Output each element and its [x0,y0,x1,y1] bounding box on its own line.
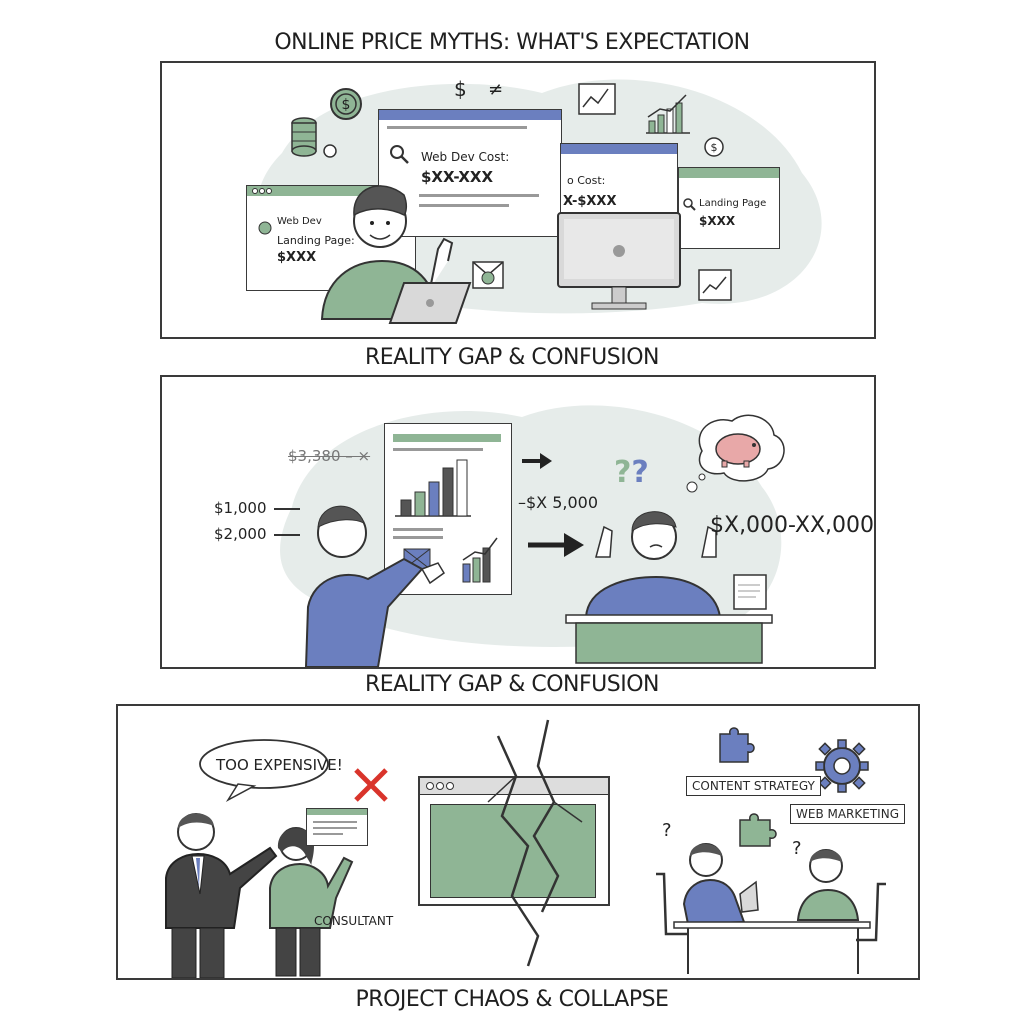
heading-project-chaos: PROJECT CHAOS & COLLAPSE [355,987,669,1012]
laptop-icon [733,574,767,610]
thought-bubble-piggy-bank [686,414,785,493]
browser-main-line1: Web Dev Cost: [421,150,510,164]
growth-chart-icon [462,537,498,583]
held-document [306,808,368,846]
not-equal-symbol: ≠ [488,79,504,100]
content-strategy-label: CONTENT STRATEGY [686,776,821,796]
speech-too-expensive: TOO EXPENSIVE! [216,756,343,774]
consultant-woman-illustration [269,827,354,977]
browser-title-bar [420,778,608,795]
gear-icon [815,739,869,793]
dollar-symbol: $ [454,77,467,101]
heading-price-myths: ONLINE PRICE MYTHS: WHAT'S EXPECTATION [274,30,750,55]
panel-reality-gap: $3,380 – × $1,000 $2,000 [160,375,876,669]
puzzle-piece-green-icon [739,813,777,847]
struck-price: $3,380 – × [288,447,371,465]
desktop-monitor-icon [557,212,681,310]
price-low: $1,000 [214,499,267,517]
window-dots-icon [426,782,454,790]
price-mid: –$X 5,000 [518,493,599,512]
browser-title-bar [247,186,415,196]
coins-stack-icon [291,117,317,157]
globe-icon [258,221,272,235]
browser-title-bar [561,144,677,154]
question-mark-green: ? [614,455,632,490]
consultant-label: CONSULTANT [314,914,394,928]
laptop-icon [388,282,472,324]
browser-window-right: Landing Page $XXX [678,167,780,249]
small-dollar-coin-icon: $ [704,137,724,157]
question-mark-right: ? [792,838,802,859]
browser-left-price: $XXX [277,250,317,265]
question-mark-left: ? [662,820,672,841]
person-presenting-illustration [304,505,445,667]
person-happy-illustration [320,185,454,320]
browser-window-main: Web Dev Cost: $XX-XXX [378,109,562,237]
dollar-coin-icon: $ [330,88,362,120]
svg-text:$: $ [342,97,351,113]
web-marketing-label: WEB MARKETING [790,804,905,824]
browser-main-price: $XX-XXX [421,168,494,186]
window-dots-icon [252,188,272,194]
browser-title-bar [379,110,561,120]
browser-title-bar [679,168,779,178]
trend-chart-small-icon [698,269,732,301]
price-range: $X,000-XX,000 [710,513,875,538]
search-icon [390,145,409,164]
red-x-icon [354,768,388,802]
heading-reality-gap: REALITY GAP & CONFUSION [365,345,659,370]
person-confused-illustration [565,511,773,664]
svg-text:$: $ [711,141,718,154]
browser-left-line1: Web Dev [277,216,322,227]
browser-mid-price: X-$XXX [563,194,617,209]
bar-chart-icon [395,459,471,517]
cracked-browser-window [418,776,610,906]
puzzle-piece-blue-icon [719,727,755,763]
envelope-icon [472,261,504,289]
browser-right-price: $XXX [699,214,736,228]
panel-expectation: $ $ ≠ $ Web Dev Landing Page: $XXX [160,61,876,339]
trend-chart-icon [578,83,616,115]
browser-mid-line1: o Cost: [567,174,606,187]
question-marks: ?? [614,455,649,490]
report-document [384,423,512,595]
bar-chart-icon [646,94,690,134]
crack-icon [487,719,583,967]
businessman-illustration [165,813,278,978]
arrow-right-small-icon [522,453,552,469]
price-high: $2,000 [214,525,267,543]
arrow-right-large-icon [528,533,584,557]
search-icon [683,198,696,211]
panel-project-chaos: TOO EXPENSIVE! CONSULTANT [116,704,920,980]
browser-left-line2: Landing Page: [277,234,355,247]
browser-right-line1: Landing Page [699,198,767,209]
speech-bubble [199,739,329,803]
heading-reality-gap-2: REALITY GAP & CONFUSION [365,672,659,697]
people-at-table-illustration [656,843,886,974]
question-mark-blue: ? [631,455,649,490]
dot-icon [323,144,337,158]
